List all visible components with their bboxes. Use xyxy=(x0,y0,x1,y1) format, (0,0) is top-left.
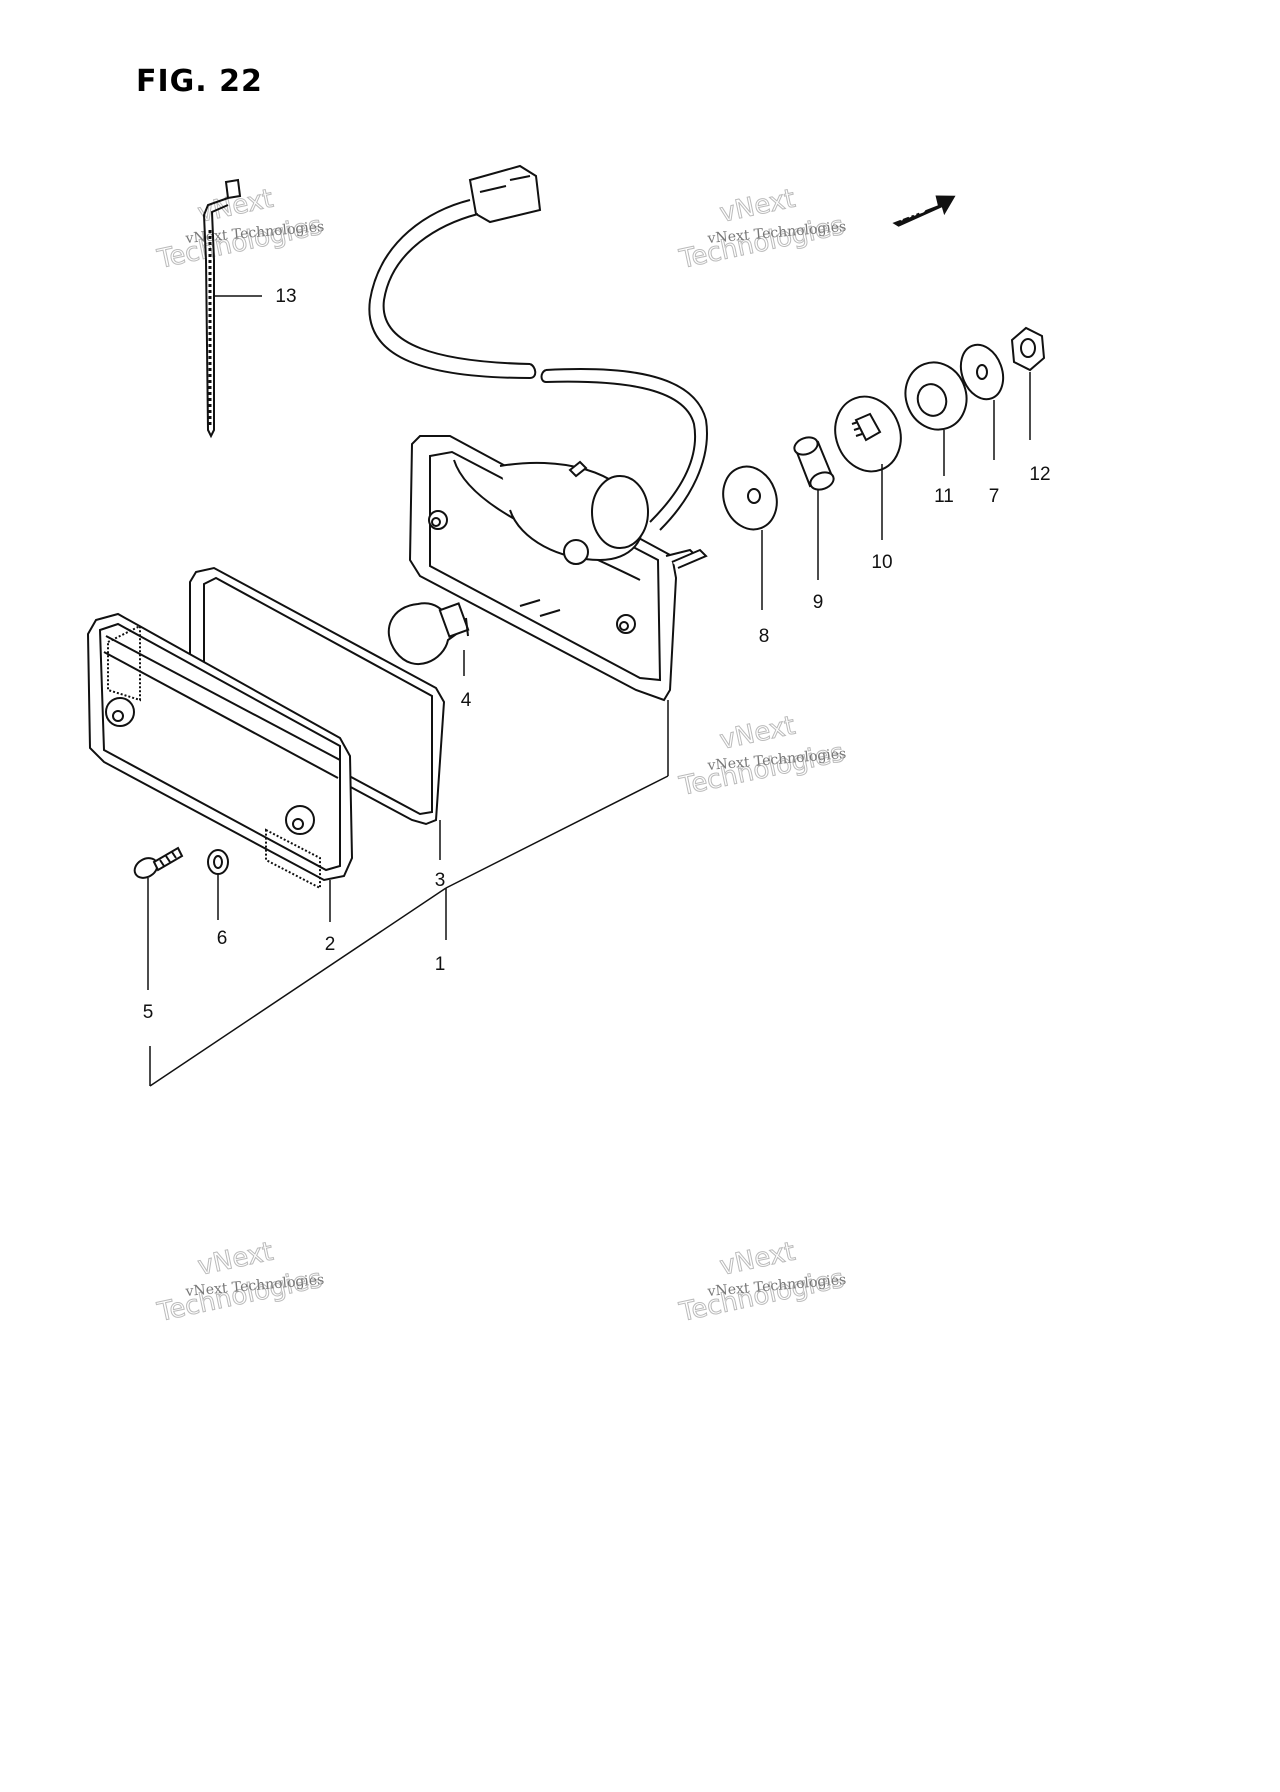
watermark-top-right: vNext Technologies vNext Technologies xyxy=(676,183,848,275)
callout-6: 6 xyxy=(217,928,228,949)
callout-1: 1 xyxy=(435,954,446,975)
callout-8: 8 xyxy=(759,626,770,647)
washer-7-part xyxy=(959,343,1005,460)
callout-12: 12 xyxy=(1029,464,1050,485)
lamp-housing-part xyxy=(408,435,708,702)
callout-11: 11 xyxy=(934,486,954,507)
callout-13: 13 xyxy=(275,286,296,307)
cable-tie-part xyxy=(202,178,262,439)
screw-part xyxy=(133,846,184,990)
callout-10: 10 xyxy=(871,552,892,573)
grommet-part xyxy=(207,849,229,920)
nut-12-part xyxy=(1010,326,1046,440)
lens-part xyxy=(86,612,354,890)
callout-labels: 1 2 3 4 5 6 7 8 9 10 11 12 13 xyxy=(143,286,1051,1023)
callout-3: 3 xyxy=(435,870,446,891)
bulb-part xyxy=(387,602,470,665)
callout-7: 7 xyxy=(989,486,1000,507)
assembly-bracket xyxy=(149,650,669,1087)
cushion-11-part xyxy=(904,361,968,476)
figure-title: FIG. 22 xyxy=(136,64,263,99)
collar-9-part xyxy=(793,436,835,580)
watermark-mid-right: vNext Technologies vNext Technologies xyxy=(676,710,848,802)
holder-10-part xyxy=(834,395,902,540)
callout-2: 2 xyxy=(325,934,336,955)
washer-8-part xyxy=(722,465,778,610)
callout-5: 5 xyxy=(143,1002,154,1023)
watermark-bottom-right: vNext Technologies vNext Technologies xyxy=(676,1236,848,1328)
callout-9: 9 xyxy=(813,592,824,613)
wiring-harness xyxy=(368,164,708,531)
watermark-bottom-left: vNext Technologies vNext Technologies xyxy=(154,1236,326,1328)
watermark-top-left: vNext Technologies vNext Technologies xyxy=(154,183,326,275)
callout-4: 4 xyxy=(461,690,472,711)
forward-direction-arrow: FWD xyxy=(892,195,956,227)
